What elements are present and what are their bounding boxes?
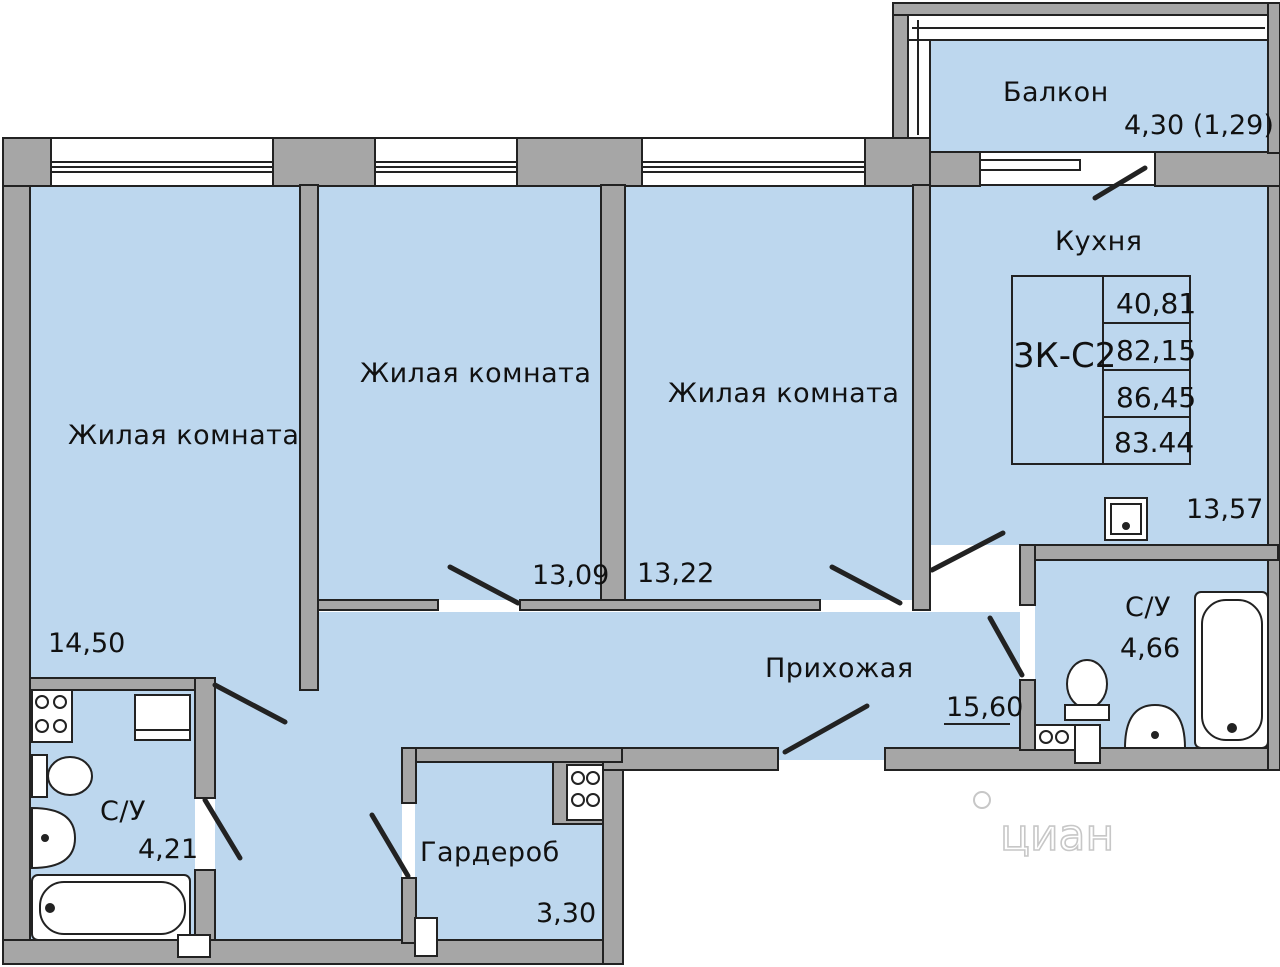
wall-wardrobe-left-low [401,877,417,944]
wall-bath-left-side [194,677,216,799]
door-wardrobe [369,812,411,879]
door-living-3 [829,564,903,606]
doors [202,165,1148,879]
door-living-1 [212,682,288,725]
door-kitchen [929,530,1006,573]
wall-top-4 [864,137,931,187]
wall-bath-right-side-low [1019,679,1036,751]
wall-top-2 [272,137,376,187]
wall-bath-right-top [1019,544,1279,561]
sink-left [31,806,77,870]
table-value-3: 86,45 [1116,381,1196,414]
room-label-kitchen: Кухня [1055,226,1143,257]
windows [50,14,1269,187]
room-label-wardrobe: Гардероб [420,837,560,868]
room-label-hallway: Прихожая [765,653,914,684]
table-value-4: 83.44 [1114,426,1194,459]
door-living-2 [447,564,521,606]
shaft-wardrobe [414,917,438,957]
wall-top-6 [1154,151,1280,187]
room-label-balcony: Балкон [1003,77,1109,108]
room-area-living-3: 13,22 [637,558,714,589]
apartment-code: 3К-С2 [1013,336,1116,376]
window-living-3 [641,137,866,187]
wall-top-5 [929,151,981,187]
wall-bath-left-top [29,677,216,691]
info-table [1011,275,1191,465]
door-entrance [782,703,870,755]
wall-balcony-right [1267,2,1280,154]
table-value-2: 82,15 [1116,334,1196,367]
window-living-1 [50,137,274,187]
wall-corridor-3 [519,599,821,611]
wall-balcony-left [892,2,909,139]
wall-wardrobe-left [401,747,417,804]
table-value-1: 40,81 [1116,287,1196,320]
room-area-hallway: 15,60 [946,692,1023,723]
room-hallway-floor [30,612,1020,940]
stove-left [31,689,73,743]
room-area-wardrobe: 3,30 [536,898,596,929]
room-area-living-1: 14,50 [48,628,125,659]
wall-outer-bottom-right-a [602,747,779,771]
room-area-kitchen: 13,57 [1186,494,1263,525]
room-area-balcony: 4,30 (1,29) [1124,110,1274,141]
bathtub-left [31,874,191,941]
room-label-bathroom-right: С/У [1125,592,1171,623]
fixtures [31,497,1269,958]
shaft-left [177,934,211,958]
room-living-2-floor [318,185,601,600]
wall-outer-left [2,137,31,965]
wall-outer-bottom-step [602,747,624,965]
room-label-living-2: Жилая комната [360,358,591,389]
watermark-text: циан [1000,810,1114,861]
room-kitchen-floor [930,185,1268,545]
room-balcony-floor [930,40,1268,152]
room-label-bathroom-left: С/У [100,796,146,827]
wall-partition-3 [912,184,931,611]
watermark-logo-icon [973,791,991,809]
wall-outer-bottom-left [2,939,624,965]
wall-wardrobe-top [401,747,623,763]
room-living-3-floor [625,185,915,600]
window-balcony [907,14,1269,139]
room-label-living-3: Жилая комната [668,378,899,409]
room-area-living-2: 13,09 [532,560,609,591]
wall-top-3 [516,137,643,187]
sink-right [1123,703,1187,749]
toilet-left [31,754,93,798]
wall-partition-1 [299,184,319,691]
kitchen-sink [1104,497,1148,541]
bathtub-right [1194,591,1269,749]
room-area-bathroom-left: 4,21 [138,834,198,865]
window-living-2 [374,137,518,187]
room-label-living-1: Жилая комната [68,420,299,451]
toilet-right [1064,659,1110,721]
wall-bath-right-side [1019,544,1036,606]
wall-partition-2 [600,184,626,608]
boiler-right [1034,724,1076,751]
shaft-right [1074,724,1101,764]
door-balcony [1092,165,1148,201]
wall-balcony-top [892,2,1280,16]
wall-corridor-2 [317,599,439,611]
boiler-wardrobe [566,764,604,821]
room-area-bathroom-right: 4,66 [1120,633,1180,664]
wall-outer-right [1267,151,1280,771]
washing-machine-left [134,694,191,741]
wall-bath-left-side-low [194,869,216,941]
wall-top-1 [2,137,52,187]
door-bath-left [202,797,243,861]
door-bath-right [987,615,1025,678]
watermark: циан [973,791,1115,862]
room-living-1-floor [30,185,300,678]
